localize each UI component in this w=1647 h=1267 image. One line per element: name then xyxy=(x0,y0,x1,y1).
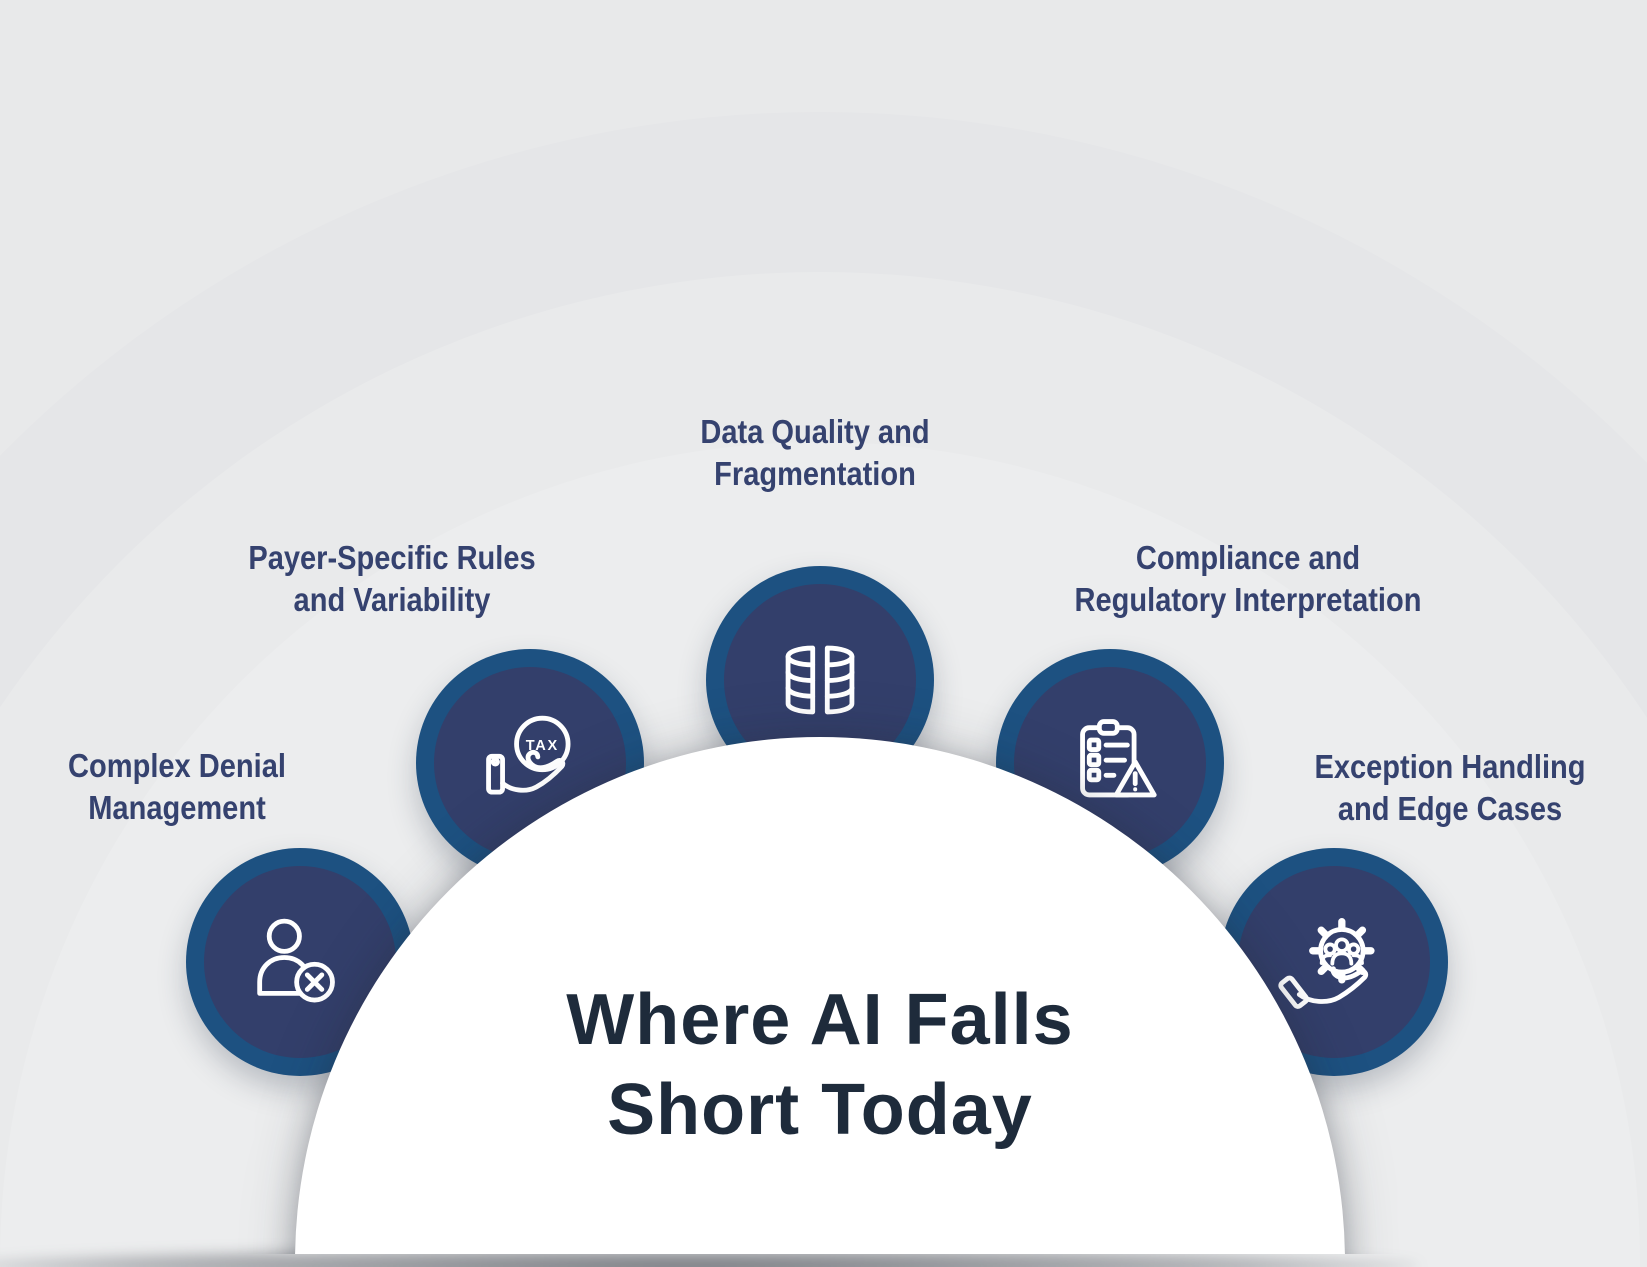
label-line: Management xyxy=(88,789,266,826)
gear-team-hand-icon xyxy=(1278,918,1375,1009)
label-payer-specific-rules: Payer-Specific Rules and Variability xyxy=(190,537,595,621)
label-compliance-regulatory: Compliance and Regulatory Interpretation xyxy=(1046,537,1451,621)
circle-inner xyxy=(1238,866,1430,1058)
split-database-icon xyxy=(785,645,855,715)
circle-data-quality-fragmentation xyxy=(706,566,934,794)
circle-inner xyxy=(204,866,396,1058)
label-line: Compliance and xyxy=(1135,539,1361,576)
label-line: and Variability xyxy=(293,581,491,618)
circle-payer-specific-rules: TAX xyxy=(416,649,644,877)
title-line-1: Where AI Falls xyxy=(566,980,1074,1060)
circle-compliance-regulatory xyxy=(996,649,1224,877)
label-exception-handling: Exception Handling and Edge Cases xyxy=(1248,746,1647,830)
title-line-2: Short Today xyxy=(607,1070,1033,1150)
user-denied-icon xyxy=(257,918,335,1003)
label-line: and Edge Cases xyxy=(1337,790,1563,827)
circle-inner xyxy=(1014,667,1206,859)
tax-hand-icon: TAX xyxy=(486,715,571,795)
circle-exception-handling xyxy=(1220,848,1448,1076)
label-data-quality-fragmentation: Data Quality and Fragmentation xyxy=(613,411,1018,495)
label-line: Data Quality and xyxy=(700,413,930,450)
label-line: Exception Handling xyxy=(1314,748,1586,785)
label-line: Payer-Specific Rules xyxy=(248,539,536,576)
label-line: Fragmentation xyxy=(714,455,916,492)
circle-inner xyxy=(724,584,916,776)
label-complex-denial-management: Complex Denial Management xyxy=(0,745,379,829)
circle-inner: TAX xyxy=(434,667,626,859)
label-line: Complex Denial xyxy=(68,747,286,784)
page-title: Where AI Falls Short Today xyxy=(420,975,1220,1155)
label-line: Regulatory Interpretation xyxy=(1074,581,1422,618)
compliance-warning-icon xyxy=(1080,719,1157,798)
circle-complex-denial-management xyxy=(186,848,414,1076)
